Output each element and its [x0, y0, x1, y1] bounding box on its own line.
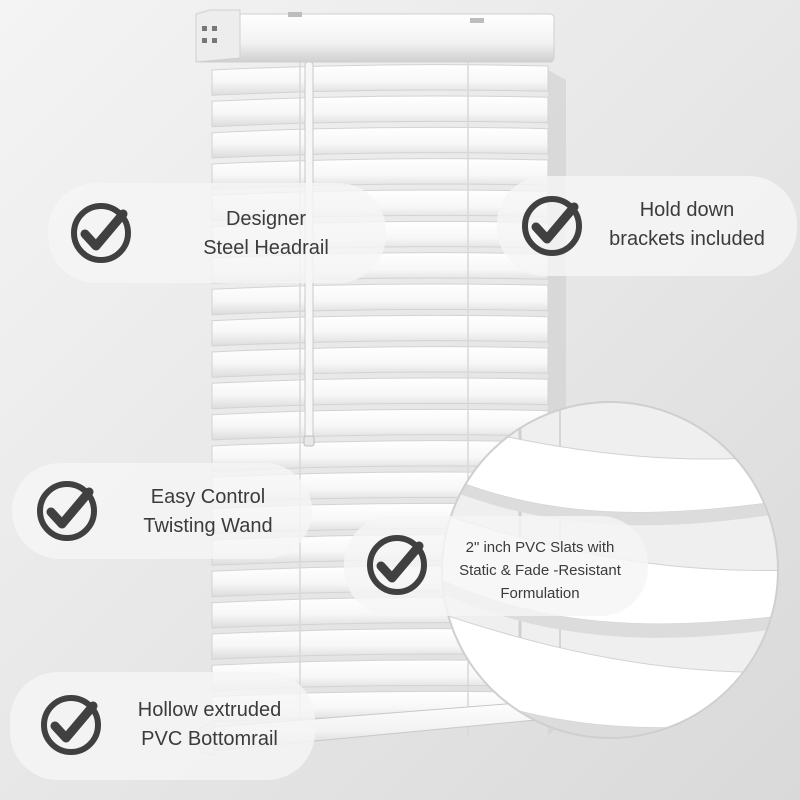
feature-brackets: Hold down brackets included	[497, 176, 797, 276]
feature-headrail-line2: Steel Headrail	[203, 237, 329, 259]
feature-slats-line2: Static & Fade -Resistant	[459, 562, 621, 579]
feature-bottomrail-label: Hollow extruded PVC Bottomrail	[112, 696, 307, 754]
blind-slat	[211, 126, 549, 159]
feature-wand-line2: Twisting Wand	[143, 515, 273, 537]
tilt-wand-tip	[303, 435, 315, 447]
check-circle-icon	[71, 203, 131, 263]
feature-slats-label: 2" inch PVC Slats with Static & Fade -Re…	[440, 536, 640, 605]
feature-bottomrail-line2: PVC Bottomrail	[141, 728, 278, 750]
blind-slat	[211, 377, 549, 410]
blind-slat	[211, 314, 549, 347]
blind-slat	[211, 346, 549, 378]
feature-bottomrail-line1: Hollow extruded	[137, 699, 282, 721]
feature-slats-line1: 2" inch PVC Slats with	[465, 539, 615, 556]
feature-brackets-line1: Hold down	[639, 199, 735, 221]
feature-slats-line3: Formulation	[500, 585, 580, 602]
feature-headrail: Designer Steel Headrail	[48, 183, 386, 283]
blind-slat	[211, 64, 549, 96]
feature-wand: Easy Control Twisting Wand	[12, 463, 312, 559]
feature-headrail-label: Designer Steel Headrail	[176, 205, 356, 263]
headrail	[195, 9, 555, 63]
check-circle-icon	[367, 535, 427, 595]
feature-slats: 2" inch PVC Slats with Static & Fade -Re…	[344, 516, 648, 616]
check-circle-icon	[37, 481, 97, 541]
feature-brackets-line2: brackets included	[609, 228, 765, 250]
blind-slat	[211, 283, 549, 316]
feature-headrail-line1: Designer	[225, 208, 307, 230]
blind-slat	[211, 95, 549, 128]
check-circle-icon	[41, 695, 101, 755]
feature-brackets-label: Hold down brackets included	[589, 196, 785, 254]
check-circle-icon	[522, 196, 582, 256]
blind-slat	[211, 408, 549, 441]
feature-wand-label: Easy Control Twisting Wand	[108, 483, 308, 541]
feature-wand-line1: Easy Control	[150, 486, 266, 508]
feature-bottomrail: Hollow extruded PVC Bottomrail	[10, 672, 315, 780]
